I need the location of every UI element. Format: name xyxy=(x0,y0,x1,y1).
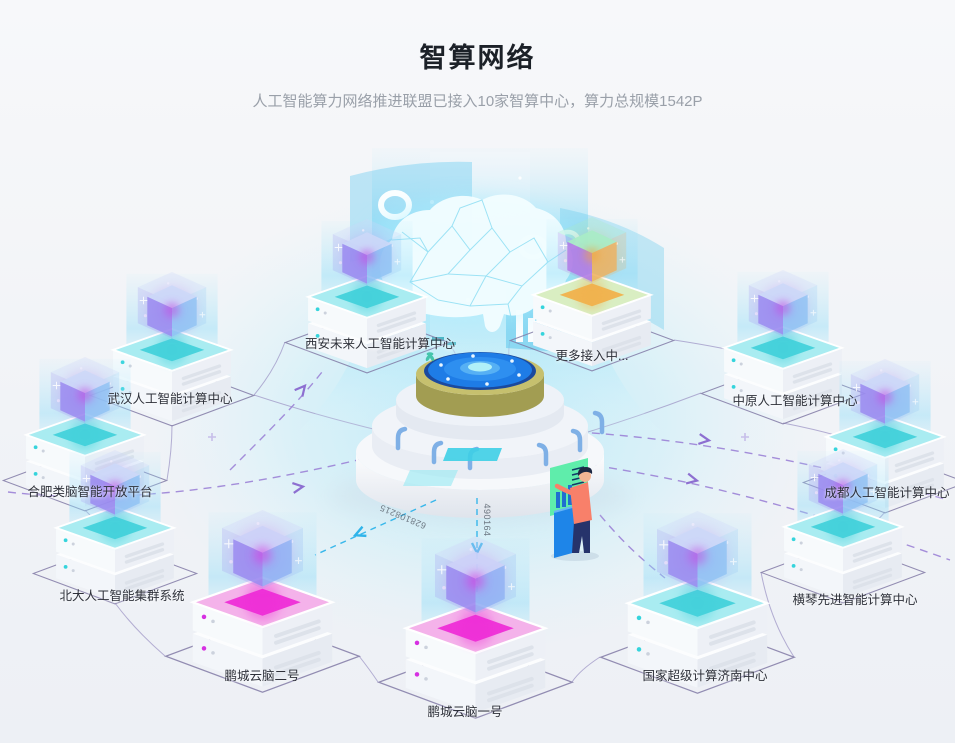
node-label-pengcheng-2: 鹏城云脑二号 xyxy=(224,669,300,683)
link-metric-vertical: 490164 xyxy=(482,503,492,536)
node-label-hefei: 合肥类脑智能开放平台 xyxy=(27,485,153,499)
node-label-pengcheng-1: 鹏城云脑一号 xyxy=(427,705,503,719)
page-subtitle: 人工智能算力网络推进联盟已接入10家智算中心，算力总规模1542P xyxy=(252,93,703,110)
node-label-wuhan: 武汉人工智能计算中心 xyxy=(107,392,233,406)
page-header: 智算网络 人工智能算力网络推进联盟已接入10家智算中心，算力总规模1542P xyxy=(0,36,955,111)
node-label-xian: 西安未来人工智能计算中心 xyxy=(304,337,456,351)
node-label-hengqin: 横琴先进智能计算中心 xyxy=(792,593,918,607)
node-label-jinan: 国家超级计算济南中心 xyxy=(642,669,768,683)
node-label-chengdu: 成都人工智能计算中心 xyxy=(824,486,950,500)
core-disc xyxy=(424,352,536,390)
page-title: 智算网络 xyxy=(419,43,536,73)
node-label-more: 更多接入中... xyxy=(555,349,629,363)
node-label-zhongyuan: 中原人工智能计算中心 xyxy=(732,394,858,408)
olive-ring xyxy=(416,374,544,417)
operator-illustration xyxy=(550,458,599,561)
node-label-beida: 北大人工智能集群系统 xyxy=(59,589,185,603)
